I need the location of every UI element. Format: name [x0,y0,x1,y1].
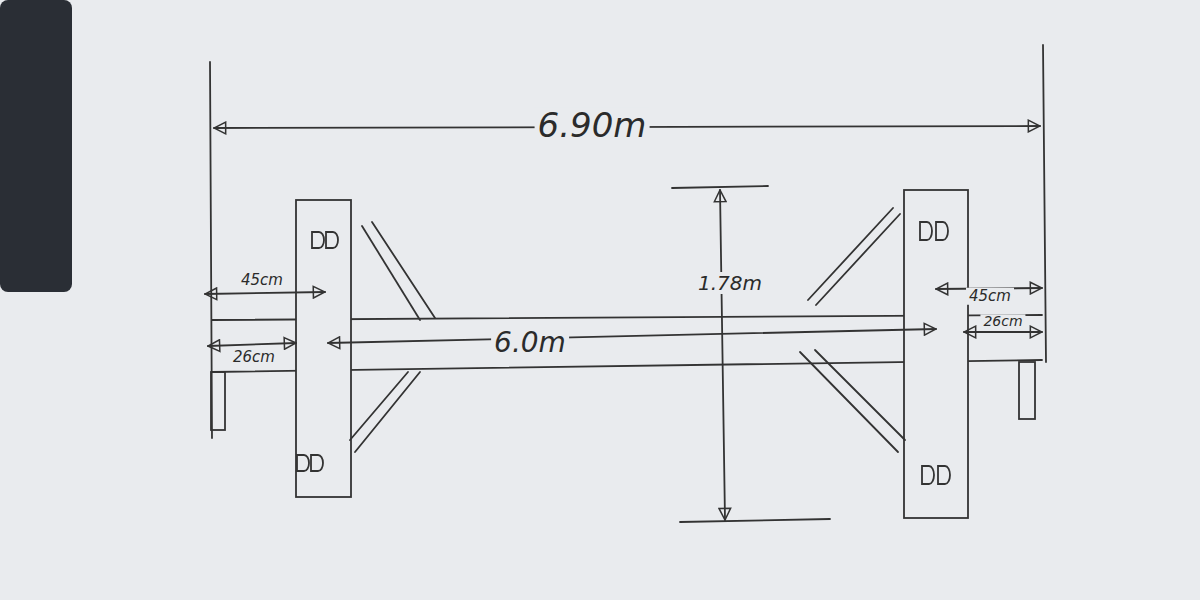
dimension-label: 26cm [980,314,1025,329]
dimension-label: 26cm [230,349,278,366]
cross-plate [904,190,968,518]
extension-line [1043,45,1046,362]
dimension-label: 45cm [238,272,286,289]
end-stub [1019,362,1035,419]
cross-plate [296,200,351,497]
dimension-arrow [208,343,296,346]
dimension-label: 6.0m [491,328,569,359]
extension-line [672,186,768,188]
extension-line [680,519,830,522]
dimension-label: 6.90m [535,107,650,144]
dimension-arrow [720,190,725,520]
wheel-symbol [297,222,950,484]
diagonal-brace [350,208,905,452]
dimension-arrow [964,331,1042,333]
dimension-label: 1.78m [695,272,765,294]
end-stub [211,372,225,430]
background-object [0,0,72,292]
dimension-label: 45cm [966,288,1014,305]
dimension-arrow [205,292,325,294]
dimension-arrow [328,329,936,343]
